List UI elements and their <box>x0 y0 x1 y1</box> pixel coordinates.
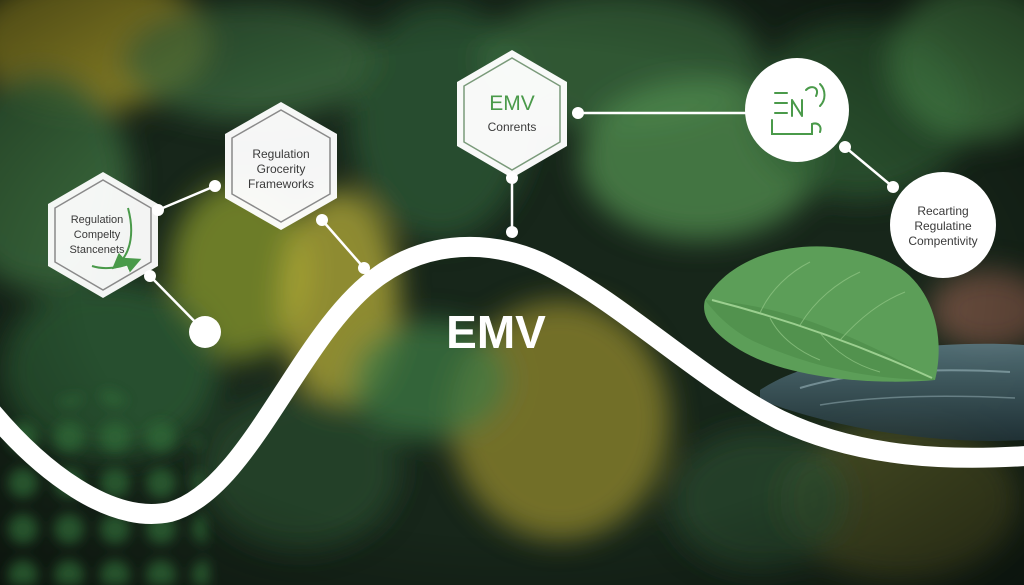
node-recarting-compentivity[interactable]: Recarting Regulatine Compentivity <box>890 172 996 278</box>
connector-dot <box>209 180 221 192</box>
node-label-line: Stancenets <box>69 244 125 256</box>
node-icon-circle[interactable] <box>745 58 849 162</box>
node-label-line: Frameworks <box>248 177 314 191</box>
regulation-document-icon <box>771 83 826 135</box>
connector-dot <box>358 262 370 274</box>
connector-dot <box>572 107 584 119</box>
connector-dot <box>144 270 156 282</box>
node-label-line: Compelty <box>74 229 121 241</box>
node-label-line: Compentivity <box>908 234 977 248</box>
node-label-line: Regulatine <box>914 219 972 233</box>
cell-pattern <box>0 390 210 585</box>
cycle-arrow-icon <box>91 207 142 273</box>
node-label-line: Recarting <box>917 204 968 218</box>
wave-curve <box>0 236 1024 524</box>
node-subtitle: Conrents <box>488 120 537 134</box>
center-title: EMV <box>446 306 546 358</box>
node-title: EMV <box>489 92 535 115</box>
green-leaf <box>704 246 939 382</box>
node-regulation-compelty[interactable]: Regulation Compelty Stancenets <box>48 172 158 298</box>
node-emv-conrents[interactable]: EMV Conrents <box>457 50 567 178</box>
connector-dots <box>144 107 899 348</box>
node-label-line: Grocerity <box>257 162 306 176</box>
connector-dot <box>839 141 851 153</box>
connector-dot <box>887 181 899 193</box>
connector-dot <box>316 214 328 226</box>
connector-dot <box>506 226 518 238</box>
node-regulation-frameworks[interactable]: Regulation Grocerity Frameworks <box>225 102 337 230</box>
connector-end-circle <box>189 316 221 348</box>
node-label-line: Regulation <box>252 147 309 161</box>
node-label-line: Regulation <box>71 214 124 226</box>
